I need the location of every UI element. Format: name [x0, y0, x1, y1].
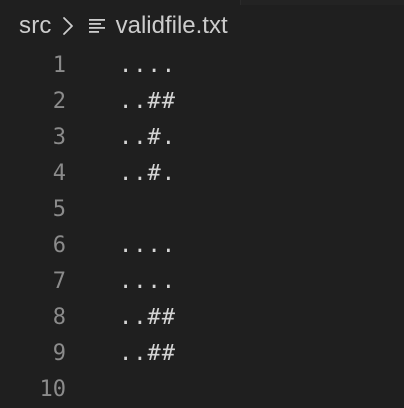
editor-line[interactable]: 3 ..#. — [0, 120, 404, 156]
breadcrumb: src validfile.txt — [0, 6, 404, 46]
line-text[interactable]: .... — [119, 233, 176, 258]
line-number: 9 — [52, 341, 66, 366]
editor-line[interactable]: 1 .... — [0, 48, 404, 84]
editor-line[interactable]: 6 .... — [0, 228, 404, 264]
line-text[interactable]: ..## — [119, 305, 176, 330]
editor-line[interactable]: 4 ..#. — [0, 156, 404, 192]
editor-line[interactable]: 8 ..## — [0, 300, 404, 336]
editor-group-strip — [240, 0, 404, 5]
editor-content[interactable]: 1 .... 2 ..## 3 ..#. 4 ..#. 5 6 .... 7 .… — [0, 48, 404, 408]
breadcrumb-folder[interactable]: src — [19, 12, 52, 39]
line-number: 1 — [52, 53, 66, 78]
line-text[interactable]: .... — [119, 269, 176, 294]
line-number: 7 — [52, 269, 66, 294]
line-number: 3 — [52, 125, 66, 150]
breadcrumb-file[interactable]: validfile.txt — [115, 12, 228, 39]
line-number: 5 — [52, 197, 66, 222]
line-text[interactable]: ..#. — [119, 125, 176, 150]
editor-line[interactable]: 5 — [0, 192, 404, 228]
editor-line[interactable]: 7 .... — [0, 264, 404, 300]
line-text[interactable]: .... — [119, 53, 176, 78]
chevron-right-icon — [54, 6, 82, 46]
top-strip — [0, 0, 404, 5]
line-number: 4 — [52, 161, 66, 186]
line-number: 2 — [52, 89, 66, 114]
line-text[interactable]: ..#. — [119, 161, 176, 186]
line-text[interactable]: ..## — [119, 89, 176, 114]
editor-line[interactable]: 10 — [0, 372, 404, 408]
line-text[interactable]: ..## — [119, 341, 176, 366]
line-number: 10 — [39, 377, 67, 402]
line-number: 6 — [52, 233, 66, 258]
editor-line[interactable]: 2 ..## — [0, 84, 404, 120]
text-file-icon — [88, 6, 114, 46]
editor-line[interactable]: 9 ..## — [0, 336, 404, 372]
line-number: 8 — [52, 305, 66, 330]
